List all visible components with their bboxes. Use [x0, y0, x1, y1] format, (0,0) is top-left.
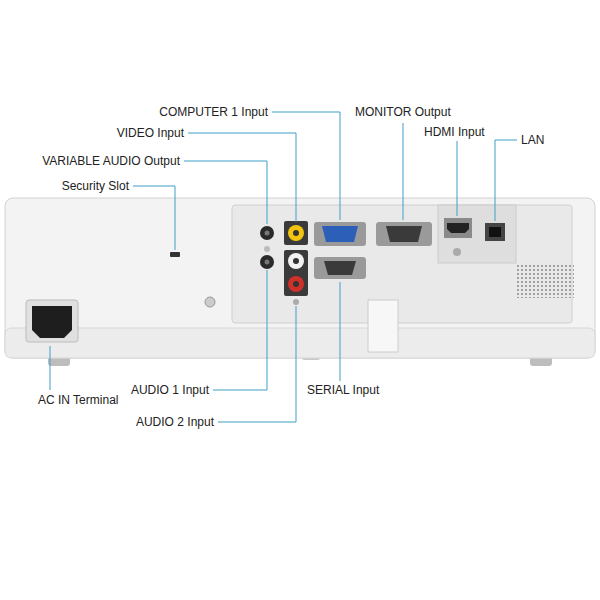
port-label: AUDIO 2 Input — [136, 415, 214, 429]
port-label: Security Slot — [62, 179, 129, 193]
port-label: HDMI Input — [424, 125, 485, 139]
port-label: AC IN Terminal — [38, 393, 118, 407]
port-label: VARIABLE AUDIO Output — [42, 154, 180, 168]
port-label: COMPUTER 1 Input — [159, 105, 268, 119]
port-label: SERIAL Input — [307, 383, 379, 397]
port-label: MONITOR Output — [355, 105, 451, 119]
port-label: AUDIO 1 Input — [131, 383, 209, 397]
port-label: VIDEO Input — [117, 126, 184, 140]
port-label: LAN — [521, 133, 544, 147]
